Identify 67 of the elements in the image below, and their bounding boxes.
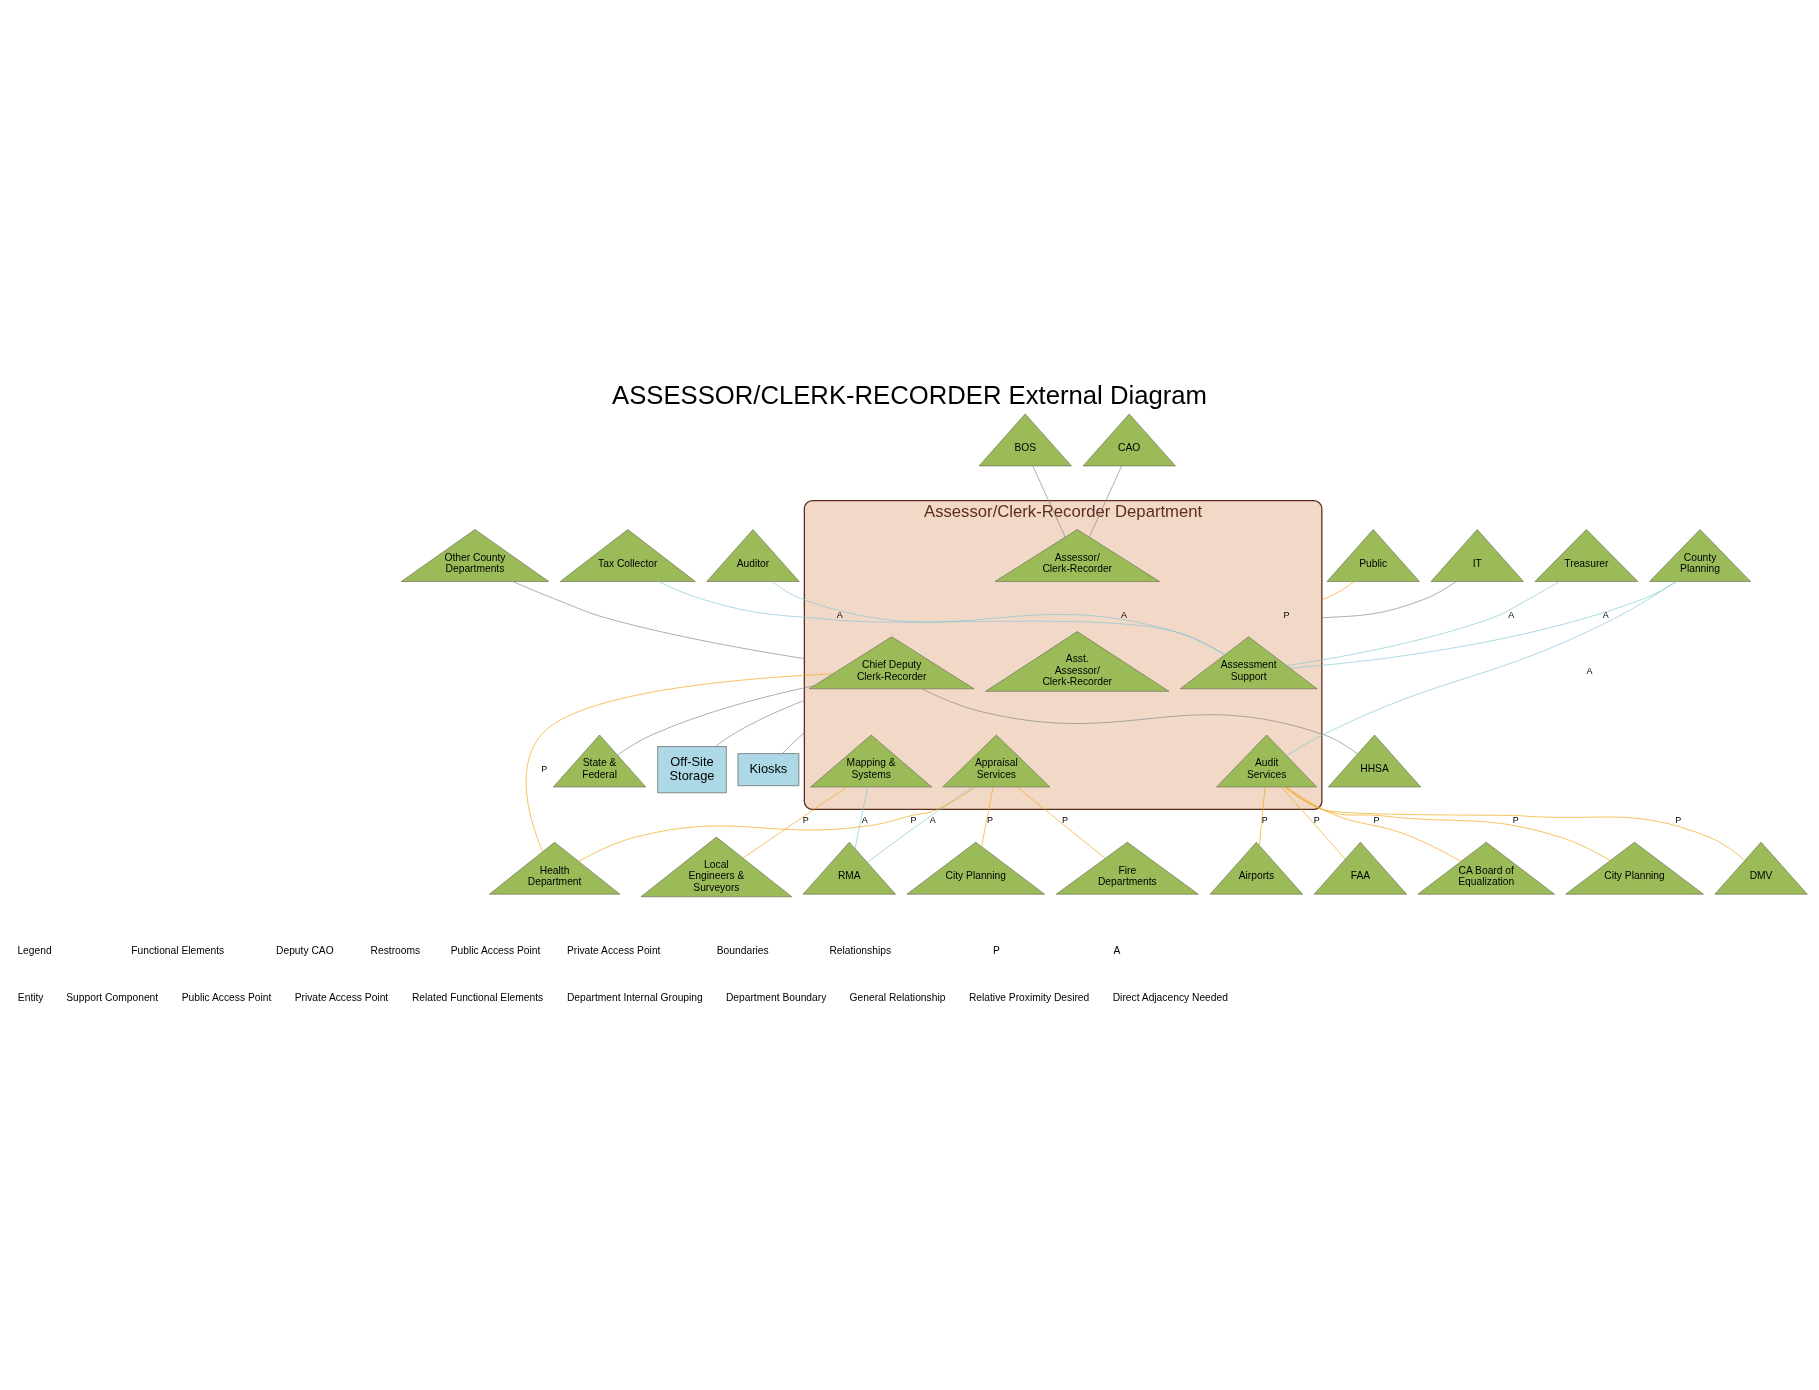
edge-label: P bbox=[910, 814, 917, 825]
connector bbox=[854, 786, 868, 849]
label: P bbox=[992, 944, 1000, 956]
label: Boundaries bbox=[716, 944, 769, 956]
edge-label: A bbox=[1508, 609, 1515, 620]
edge-label: P bbox=[1283, 609, 1290, 620]
node-box: Off-Site Storage bbox=[657, 745, 727, 793]
edge-label: P bbox=[1062, 814, 1069, 825]
edge-label: P bbox=[1261, 814, 1268, 825]
connector bbox=[1286, 580, 1677, 756]
edge-label: P bbox=[541, 763, 548, 774]
label: A bbox=[1113, 944, 1121, 956]
node-box: Kiosks bbox=[737, 752, 800, 786]
edge-label: A bbox=[1602, 609, 1609, 620]
edge-label: P bbox=[1675, 814, 1682, 825]
connector bbox=[1286, 580, 1560, 666]
legend-label: Entity bbox=[17, 991, 44, 1003]
connector bbox=[1016, 786, 1106, 859]
connector bbox=[1088, 465, 1122, 537]
legend-label: Department Boundary bbox=[725, 991, 827, 1003]
connector bbox=[782, 732, 805, 754]
legend-label: Relative Proximity Desired bbox=[968, 991, 1090, 1003]
connector bbox=[1032, 465, 1066, 537]
connector bbox=[578, 786, 976, 862]
label: Legend bbox=[17, 944, 52, 956]
connector bbox=[771, 580, 1225, 655]
connector bbox=[1284, 786, 1745, 861]
label: Private Access Point bbox=[566, 944, 661, 956]
edge-label: A bbox=[861, 814, 868, 825]
connector bbox=[1289, 580, 1677, 668]
connector bbox=[525, 673, 834, 852]
edge-label: A bbox=[929, 814, 936, 825]
connector bbox=[1281, 786, 1346, 859]
connector bbox=[1321, 580, 1355, 600]
connector bbox=[981, 786, 994, 847]
connector bbox=[1321, 580, 1457, 618]
edge-label: P bbox=[802, 814, 809, 825]
label: Relationships bbox=[829, 944, 892, 956]
legend-label: Private Access Point bbox=[294, 991, 389, 1003]
edge-label: P bbox=[1512, 814, 1519, 825]
legend-label: General Relationship bbox=[849, 991, 946, 1003]
legend-label: Public Access Point bbox=[181, 991, 272, 1003]
connector bbox=[1259, 786, 1266, 846]
connector bbox=[742, 786, 847, 858]
connector bbox=[1285, 786, 1611, 861]
connector bbox=[512, 580, 805, 659]
legend-label: Department Internal Grouping bbox=[566, 991, 703, 1003]
diagram-title: ASSESSOR/CLERK-RECORDER External Diagram bbox=[612, 380, 1207, 409]
connector bbox=[617, 684, 815, 755]
legend-label: Direct Adjacency Needed bbox=[1112, 991, 1228, 1003]
label: Functional Elements bbox=[131, 944, 225, 956]
legend-label: Support Component bbox=[66, 991, 159, 1003]
connector bbox=[658, 580, 1226, 655]
edge-label: A bbox=[1121, 609, 1128, 620]
edge-label: P bbox=[1373, 814, 1380, 825]
edge-label: A bbox=[1586, 665, 1593, 676]
edge-label: A bbox=[836, 609, 843, 620]
connector bbox=[867, 786, 973, 863]
label: Deputy CAO bbox=[276, 944, 334, 956]
edge-label: P bbox=[986, 814, 993, 825]
label: Public Access Point bbox=[450, 944, 541, 956]
connector bbox=[715, 699, 805, 747]
legend-label: Related Functional Elements bbox=[411, 991, 544, 1003]
connector bbox=[921, 687, 1358, 754]
edge-label: P bbox=[1313, 814, 1320, 825]
label: Restrooms bbox=[370, 944, 421, 956]
connector bbox=[1286, 786, 1462, 862]
